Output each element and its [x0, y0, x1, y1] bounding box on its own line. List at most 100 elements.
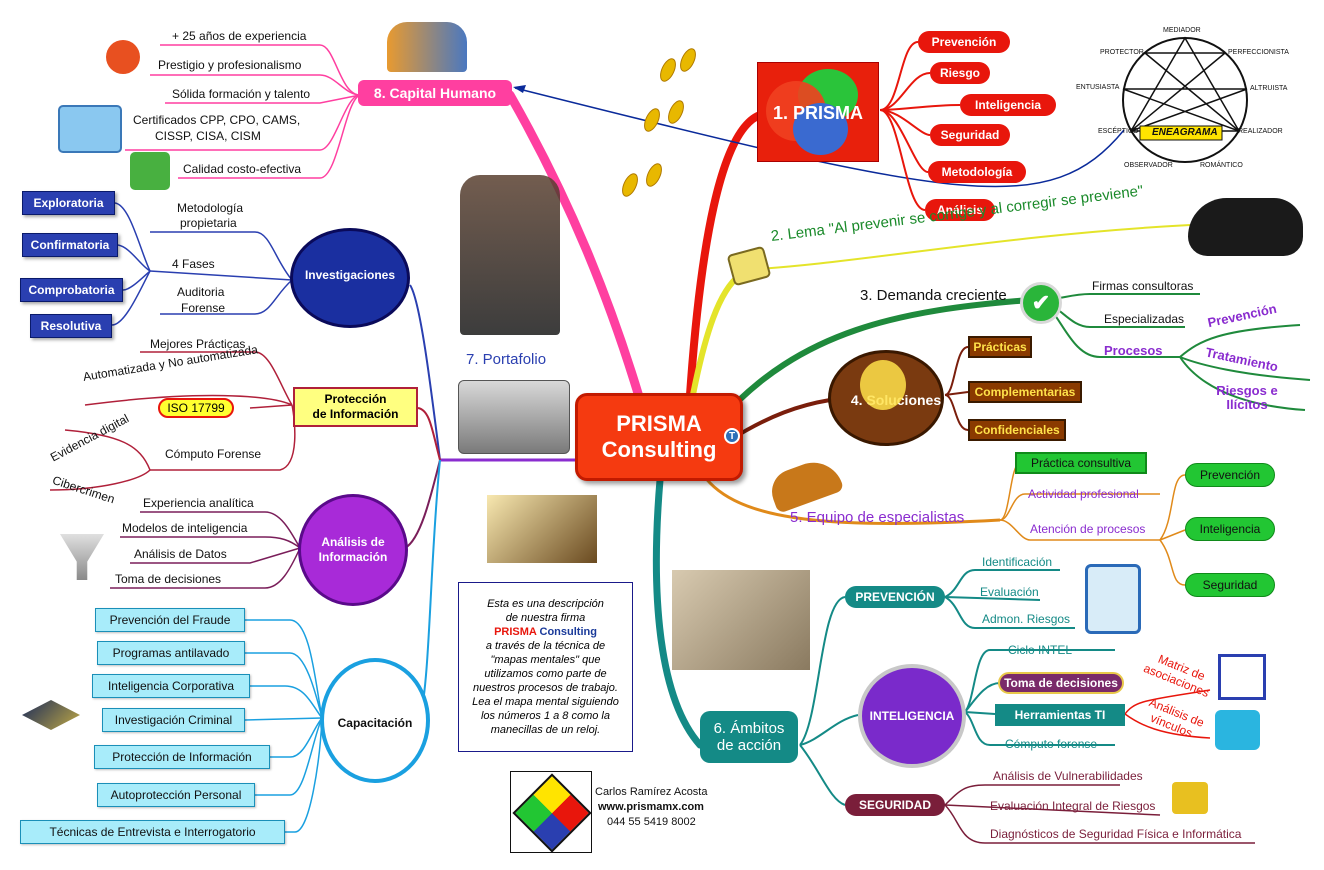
analisis-node[interactable]: Análisis de Información	[298, 494, 408, 606]
prisma-item-seguridad[interactable]: Seguridad	[930, 124, 1010, 146]
capacitacion-item[interactable]: Técnicas de Entrevista e Interrogatorio	[20, 820, 285, 844]
capacitacion-node[interactable]: Capacitación	[320, 658, 430, 783]
description-box: Esta es una descripción de nuestra firma…	[458, 582, 633, 752]
demanda-procesos: Procesos	[1104, 343, 1163, 358]
eneagrama-point: REALIZADOR	[1238, 128, 1283, 135]
fase-item[interactable]: Confirmatoria	[22, 233, 118, 257]
prisma-item-prevencion[interactable]: Prevención	[918, 31, 1010, 53]
iso-badge[interactable]: ISO 17799	[158, 398, 234, 418]
capacitacion-item[interactable]: Protección de Información	[94, 745, 270, 769]
footsteps-icon	[622, 48, 696, 197]
investigaciones-item: 4 Fases	[172, 257, 215, 271]
description-line: de nuestra firma	[505, 612, 586, 624]
proteccion-item: Cómputo Forense	[165, 447, 262, 461]
fase-item[interactable]: Comprobatoria	[20, 278, 123, 302]
description-line: utilizamos como parte de	[484, 668, 607, 680]
capital-item: Prestigio y profesionalismo	[158, 58, 302, 72]
prevencion-item: Identificación	[982, 555, 1053, 569]
description-line: "mapas mentales" que	[490, 654, 601, 666]
capacitacion-item[interactable]: Autoprotección Personal	[97, 783, 255, 807]
capacitacion-item[interactable]: Inteligencia Corporativa	[92, 674, 250, 698]
seguridad-item: Diagnósticos de Seguridad Física e Infor…	[990, 827, 1242, 841]
proteccion-node[interactable]: Protección de Información	[293, 387, 418, 427]
panther-icon	[1188, 198, 1303, 256]
capacitacion-title: Capacitación	[337, 715, 413, 730]
capacitacion-item[interactable]: Investigación Criminal	[102, 708, 245, 732]
inteligencia-title: INTELIGENCIA	[869, 709, 955, 723]
lightbulb-icon	[860, 360, 906, 410]
proteccion-title-line1: Protección	[324, 392, 387, 406]
money-icon	[130, 152, 170, 190]
prisma-item-analisis[interactable]: Análisis	[925, 199, 995, 221]
investigaciones-item: Metodología	[177, 201, 244, 215]
inteligencia-item: Ciclo INTEL	[1008, 643, 1073, 657]
central-node[interactable]: PRISMA Consulting	[575, 393, 743, 481]
soluciones-item[interactable]: Prácticas	[968, 336, 1032, 358]
capital-item: Certificados CPP, CPO, CAMS,	[133, 113, 301, 127]
soluciones-item[interactable]: Complementarias	[968, 381, 1082, 403]
investigaciones-title: Investigaciones	[304, 268, 396, 282]
contact-web[interactable]: www.prismamx.com	[598, 801, 704, 813]
inteligencia-item-toma[interactable]: Toma de decisiones	[998, 672, 1124, 694]
fase-item[interactable]: Resolutiva	[30, 314, 112, 338]
id-card-icon	[58, 105, 122, 153]
investigaciones-item: propietaria	[180, 216, 237, 230]
eneagrama-point: PROTECTOR	[1100, 49, 1144, 56]
contact-phone: 044 55 5419 8002	[607, 816, 696, 828]
lock-icon	[1172, 782, 1208, 814]
description-line: a través de la técnica de	[485, 640, 606, 652]
analisis-title-line1: Análisis de	[321, 535, 385, 549]
equipo-title: 5. Equipo de especialistas	[790, 509, 965, 526]
description-brand: PRISMA Consulting	[459, 625, 632, 639]
prevencion-node[interactable]: PREVENCIÓN	[845, 586, 945, 608]
prevencion-item: Admon. Riesgos	[982, 612, 1071, 626]
checklist-icon	[1085, 564, 1141, 634]
equipo-sub-item[interactable]: Inteligencia	[1185, 517, 1275, 541]
logo-diamond	[512, 773, 592, 853]
inteligencia-item: Cómputo forense	[1005, 737, 1098, 751]
inteligencia-item-herramientas[interactable]: Herramientas TI	[995, 704, 1125, 726]
matrix-icon	[1218, 654, 1266, 700]
inteligencia-node[interactable]: INTELIGENCIA	[858, 664, 966, 768]
analisis-title-line2: Información	[318, 550, 388, 564]
demanda-item: Especializadas	[1104, 312, 1185, 326]
prisma-item-metodologia[interactable]: Metodología	[928, 161, 1026, 183]
briefcase-icon	[458, 380, 570, 454]
chess-image	[487, 495, 597, 563]
prisma-item-inteligencia[interactable]: Inteligencia	[960, 94, 1056, 116]
central-badge: T	[724, 428, 740, 444]
eneagrama-point: PERFECCIONISTA	[1228, 49, 1289, 56]
eneagrama-point: ESCÉPTICO	[1098, 128, 1139, 135]
blue-circle-icon	[793, 103, 848, 155]
capacitacion-item[interactable]: Programas antilavado	[97, 641, 245, 665]
capital-item: CISSP, CISA, CISM	[155, 129, 261, 143]
equipo-item: Actividad profesional	[1028, 487, 1139, 501]
business-people-photo	[672, 570, 810, 670]
soluciones-item[interactable]: Confidenciales	[968, 419, 1066, 441]
capital-humano-node[interactable]: 8. Capital Humano	[358, 80, 512, 106]
seguridad-node[interactable]: SEGURIDAD	[845, 794, 945, 816]
investigaciones-node[interactable]: Investigaciones	[290, 228, 410, 328]
eneagrama-point: ENTUSIASTA	[1076, 84, 1120, 91]
ambitos-node[interactable]: 6. Ámbitos de acción	[700, 711, 798, 763]
equipo-sub-item[interactable]: Seguridad	[1185, 573, 1275, 597]
equipo-item-practica[interactable]: Práctica consultiva	[1015, 452, 1147, 474]
puzzle-icon	[1215, 710, 1260, 750]
description-line: Esta es una descripción	[487, 598, 604, 610]
proteccion-item: Mejores Prácticas	[150, 337, 246, 351]
prisma-item-riesgo[interactable]: Riesgo	[930, 62, 990, 84]
description-line: los números 1 a 8 como la	[480, 710, 610, 722]
fase-item[interactable]: Exploratoria	[22, 191, 115, 215]
description-line: nuestros procesos de trabajo.	[473, 682, 618, 694]
prisma-node[interactable]: 1. PRISMA	[757, 62, 879, 162]
analisis-item: Análisis de Datos	[134, 547, 227, 561]
equipo-item: Atención de procesos	[1030, 522, 1146, 536]
business-group-image	[460, 175, 560, 335]
demanda-item: Firmas consultoras	[1092, 279, 1194, 293]
capacitacion-item[interactable]: Prevención del Fraude	[95, 608, 245, 632]
analisis-item: Toma de decisiones	[115, 572, 222, 586]
investigaciones-item: Forense	[181, 301, 226, 315]
equipo-sub-item[interactable]: Prevención	[1185, 463, 1275, 487]
description-line: manecillas de un reloj.	[490, 724, 601, 736]
capital-item: Calidad costo-efectiva	[183, 162, 302, 176]
